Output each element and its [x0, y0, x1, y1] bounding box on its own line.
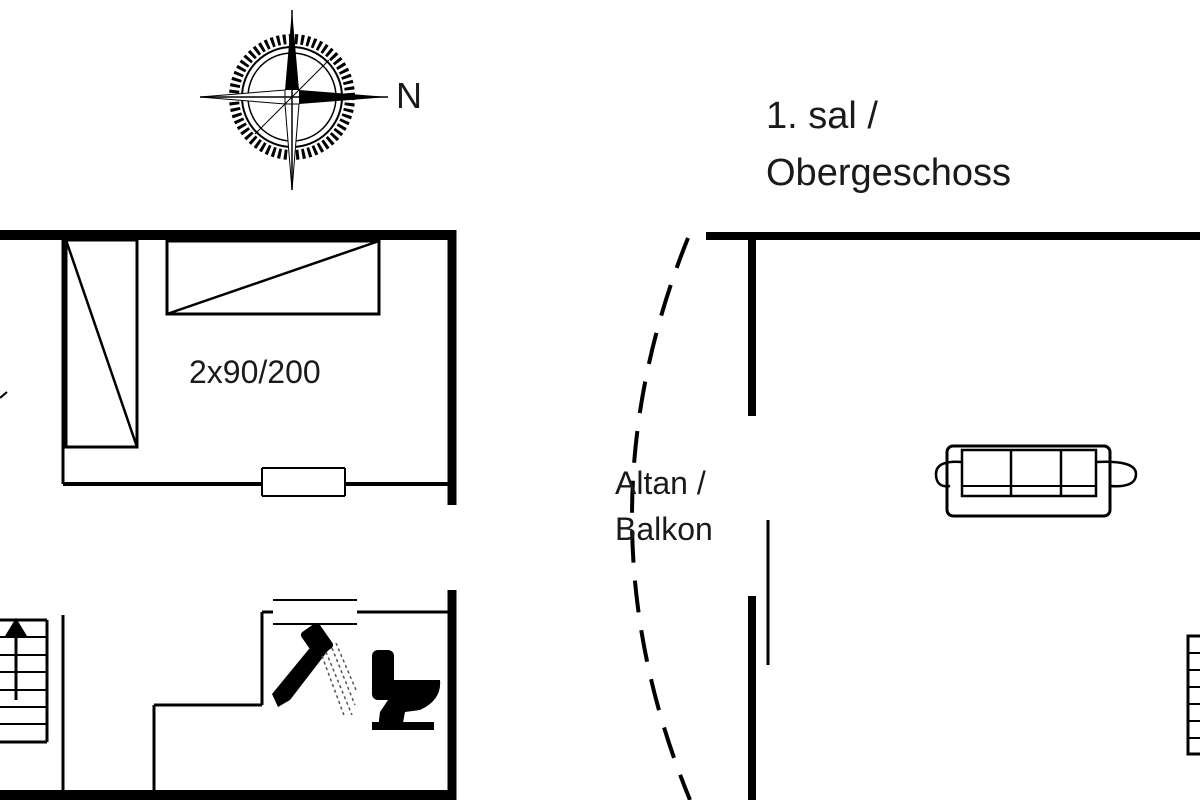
- toilet-icon: [372, 650, 441, 730]
- stairs-right-icon: [1186, 634, 1200, 756]
- north-letter: N: [396, 75, 422, 116]
- bedroom: [61, 235, 452, 497]
- bathroom: [152, 599, 452, 795]
- bed-size-label: 2x90/200: [189, 354, 321, 390]
- door-swing-mark: [0, 391, 8, 399]
- right-block-walls: [706, 232, 1200, 800]
- floor-title-line2: Obergeschoss: [766, 152, 1011, 194]
- floor-title-line1: 1. sal /: [766, 95, 878, 137]
- wardrobe-icon: [64, 238, 139, 449]
- sofa-icon: [934, 444, 1138, 518]
- balcony-label-line2: Balkon: [615, 511, 713, 547]
- balcony-label-line1: Altan /: [615, 465, 706, 501]
- shower-icon: [272, 622, 357, 719]
- compass-rose-icon: [199, 10, 388, 191]
- bed-icon: [165, 239, 381, 316]
- stairs-icon: [0, 618, 49, 744]
- left-block-walls: [0, 230, 457, 800]
